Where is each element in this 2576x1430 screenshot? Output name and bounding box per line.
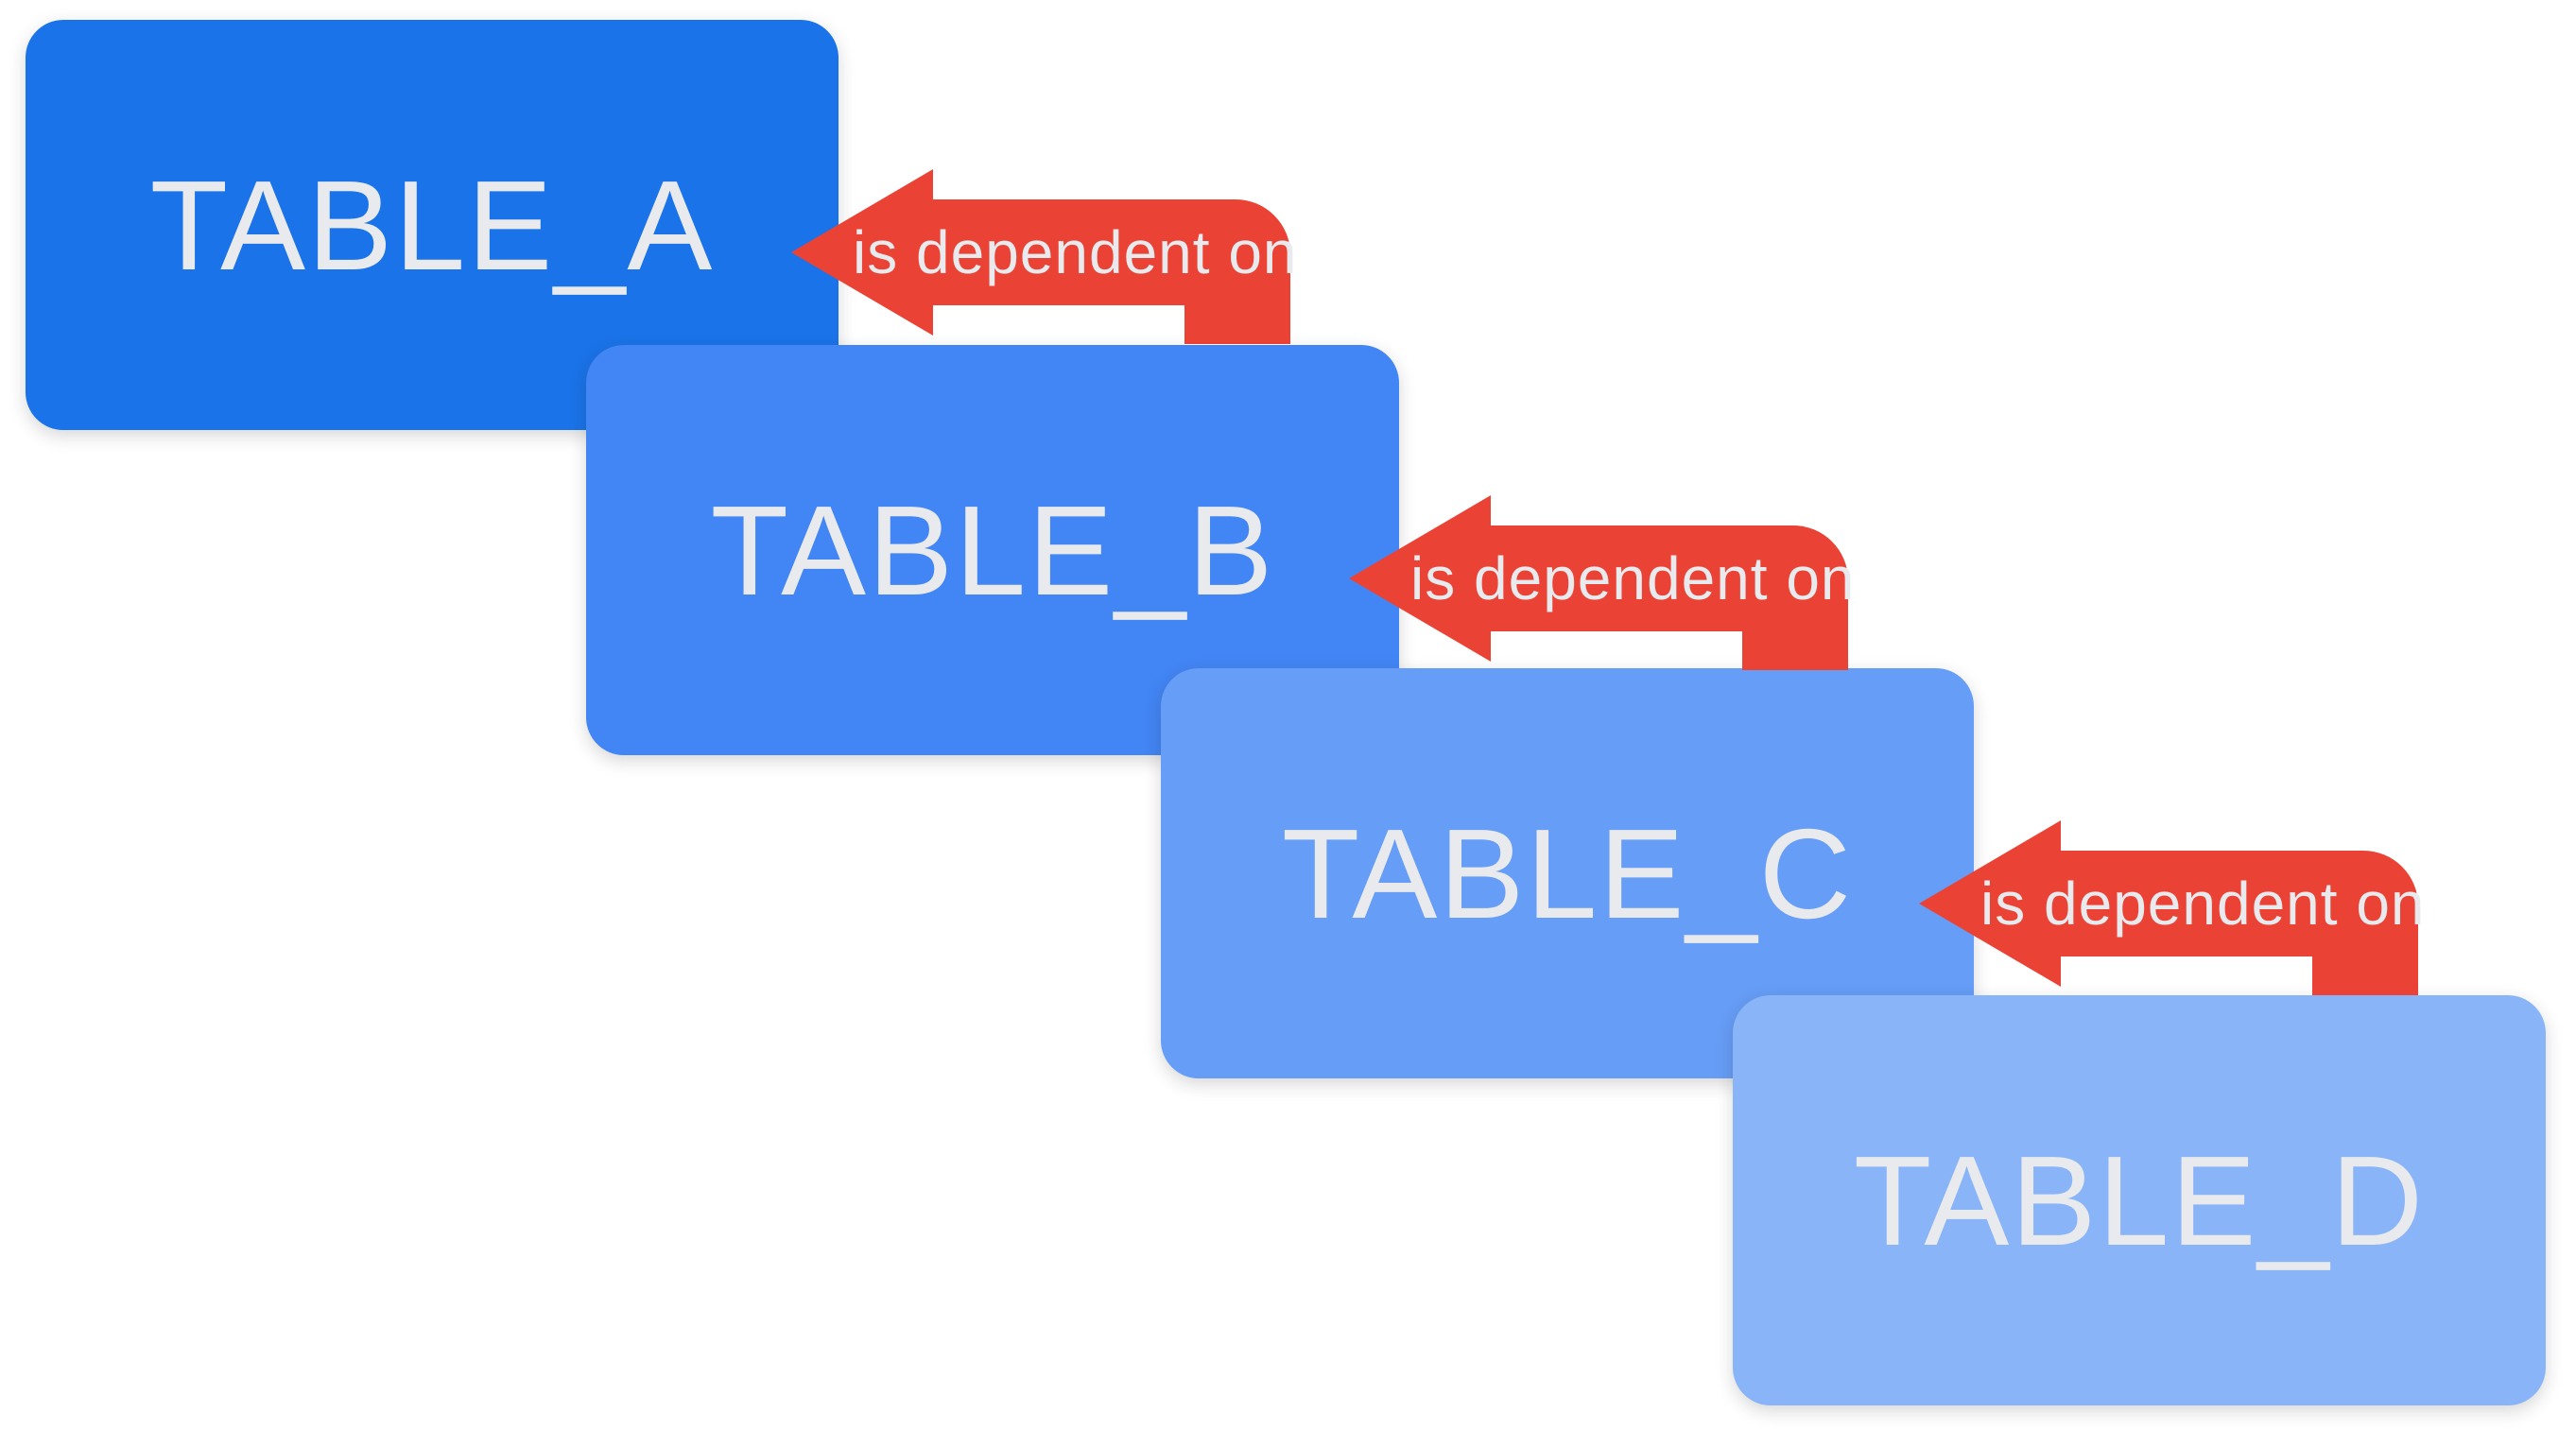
arrow-shape — [1349, 495, 1848, 670]
dependency-arrow-d-to-c: is dependent on — [1919, 820, 2426, 995]
arrow-shape — [791, 169, 1290, 344]
arrow-label: is dependent on — [1980, 870, 2426, 938]
left-arrow-icon — [1919, 820, 2418, 995]
table-c-label: TABLE_C — [1281, 801, 1854, 945]
table-a-label: TABLE_A — [149, 153, 715, 297]
arrow-shape — [1919, 820, 2418, 995]
dependency-arrow-b-to-a: is dependent on — [791, 169, 1298, 344]
arrow-label: is dependent on — [1410, 544, 1856, 612]
table-d-label: TABLE_D — [1853, 1128, 2426, 1272]
dependency-arrow-c-to-b: is dependent on — [1349, 495, 1856, 670]
left-arrow-icon — [1349, 495, 1848, 670]
table-node-d: TABLE_D — [1733, 995, 2546, 1405]
table-b-label: TABLE_B — [710, 478, 1275, 622]
table-node-a: TABLE_A — [26, 20, 838, 430]
arrow-label: is dependent on — [853, 218, 1298, 286]
left-arrow-icon — [791, 169, 1290, 344]
